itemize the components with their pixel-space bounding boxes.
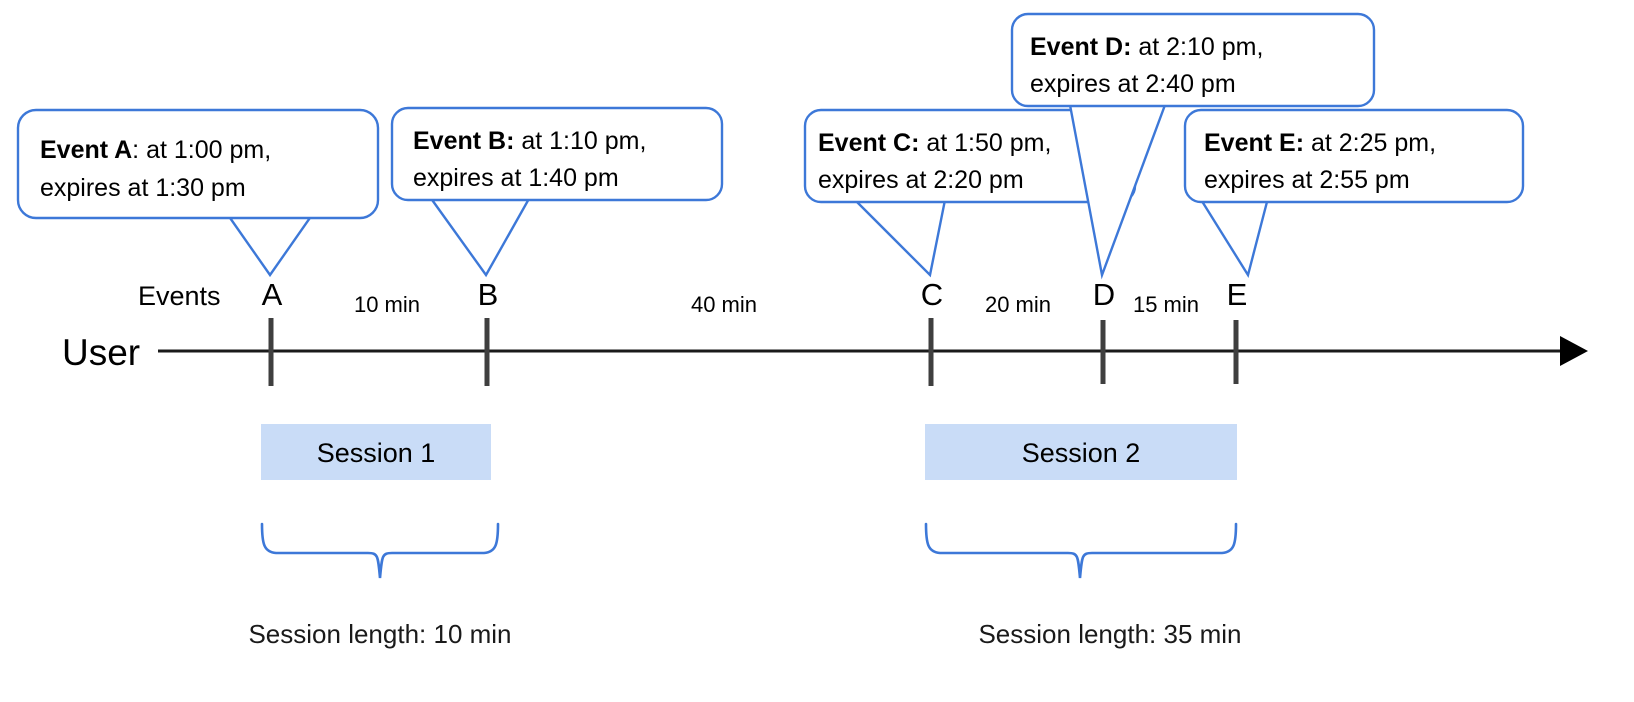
callout-lead-d: Event D:: [1030, 33, 1131, 61]
session-2-group[interactable]: Session 2: [925, 424, 1237, 480]
callout-lead-a: Event A: [40, 136, 132, 164]
callout-tail-a: [225, 213, 315, 278]
callout-line1-d: Event D: at 2:10 pm,: [1030, 33, 1263, 61]
callout-line1-e: Event E: at 2:25 pm,: [1204, 129, 1436, 157]
session-2-length-label: Session length: 35 min: [978, 619, 1241, 649]
callout-sep-d: [1131, 33, 1138, 61]
callout-sep-a: :: [132, 136, 146, 164]
callout-event-c[interactable]: Event C: at 1:50 pm, expires at 2:20 pm: [803, 108, 1137, 278]
events-row-label: Events: [138, 281, 221, 311]
session-2-label: Session 2: [1022, 438, 1141, 468]
interval-label-d-e: 15 min: [1133, 292, 1199, 317]
user-row-label: User: [62, 332, 140, 373]
callout-box-d: [1010, 12, 1376, 108]
callout-event-e[interactable]: Event E: at 2:25 pm, expires at 2:55 pm: [1183, 108, 1525, 279]
callout-sep-b: [514, 127, 521, 155]
session-1-box: [261, 424, 491, 480]
callout-lead-e: Event E:: [1204, 129, 1304, 157]
callout-rest-e: at 2:25 pm,: [1311, 129, 1436, 157]
callout-lead-b: Event B:: [413, 127, 514, 155]
callout-line2-e: expires at 2:55 pm: [1204, 166, 1410, 194]
session-1-group[interactable]: Session 1: [261, 424, 491, 480]
callout-tail-e: [1197, 196, 1270, 279]
callout-line1-a: Event A: at 1:00 pm,: [40, 136, 271, 164]
session-2-box: [925, 424, 1237, 480]
callout-tail-b: [427, 195, 533, 278]
interval-label-a-b: 10 min: [354, 292, 420, 317]
event-letter-b: B: [478, 277, 499, 312]
session-1-length-label: Session length: 10 min: [248, 619, 511, 649]
callout-box-e: [1183, 108, 1525, 204]
callout-line2-a: expires at 1:30 pm: [40, 174, 246, 202]
interval-label-c-d: 20 min: [985, 292, 1051, 317]
callout-rest-c: at 1:50 pm,: [926, 129, 1051, 157]
callout-line2-b: expires at 1:40 pm: [413, 164, 619, 192]
session-1-label: Session 1: [317, 438, 436, 468]
callout-event-a[interactable]: Event A: at 1:00 pm, expires at 1:30 pm: [16, 108, 380, 278]
callout-sep-e: [1304, 129, 1311, 157]
event-letter-d: D: [1093, 277, 1115, 312]
callout-line1-b: Event B: at 1:10 pm,: [413, 127, 646, 155]
event-letter-a: A: [262, 277, 283, 312]
callout-event-d[interactable]: Event D: at 2:10 pm, expires at 2:40 pm: [1010, 12, 1376, 280]
callout-event-b[interactable]: Event B: at 1:10 pm, expires at 1:40 pm: [390, 106, 724, 278]
callout-box-b: [390, 106, 724, 202]
timeline-arrow-icon: [1560, 336, 1588, 366]
callout-lead-c: Event C:: [818, 129, 919, 157]
callout-line2-d: expires at 2:40 pm: [1030, 70, 1236, 98]
callout-rest-d: at 2:10 pm,: [1138, 33, 1263, 61]
callout-line2-c: expires at 2:20 pm: [818, 166, 1024, 194]
session-1-brace: [260, 522, 500, 579]
callout-rest-a: at 1:00 pm,: [146, 136, 271, 164]
event-letter-c: C: [921, 277, 943, 312]
event-letter-e: E: [1227, 277, 1248, 312]
session-2-brace: [924, 522, 1238, 579]
callout-sep-c: [919, 129, 926, 157]
callout-rest-b: at 1:10 pm,: [521, 127, 646, 155]
interval-label-b-c: 40 min: [691, 292, 757, 317]
callout-tail-c: [852, 198, 947, 278]
callout-box-a: [16, 108, 380, 220]
callout-line1-c: Event C: at 1:50 pm,: [818, 129, 1051, 157]
